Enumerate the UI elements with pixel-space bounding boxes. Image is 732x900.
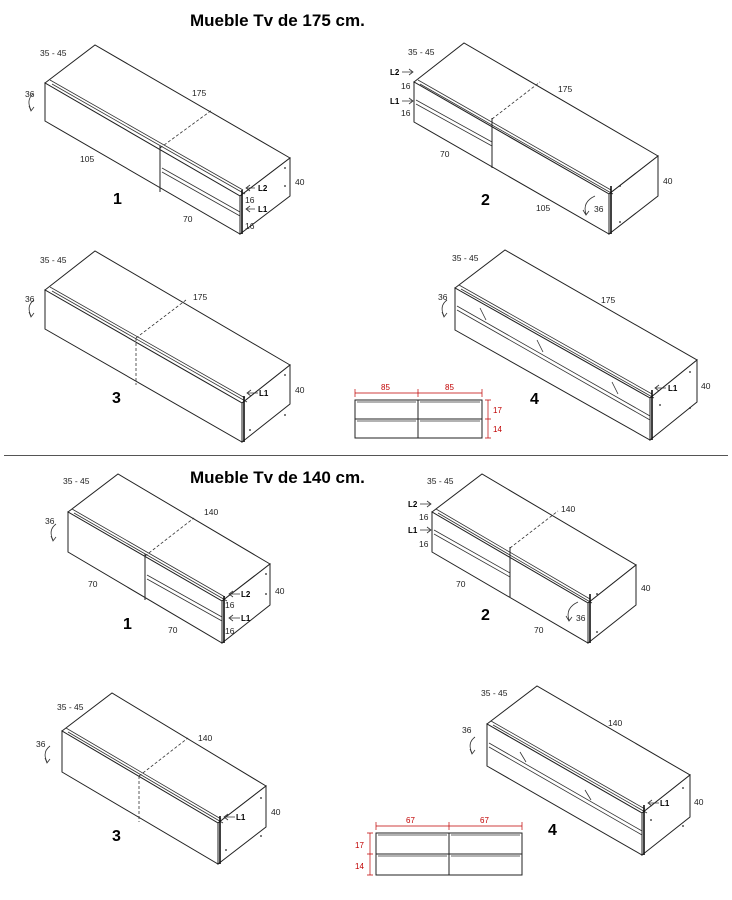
depth-label: 35 - 45 [408,47,435,57]
flap-label: 36 [25,89,35,99]
l2-label: L2 [241,590,251,599]
left-width-label: 70 [440,149,450,159]
width-label: 85 [445,383,454,392]
height-label: 40 [295,177,305,187]
left-width-label: 70 [88,579,98,589]
drawer-height-label: 16 [225,600,235,610]
length-label: 175 [558,84,572,94]
width-label: 85 [381,383,390,392]
variant-number: 4 [530,391,539,408]
flap-label: 36 [36,739,46,749]
height-label: 40 [275,586,285,596]
width-label: 67 [480,816,489,825]
length-label: 140 [561,504,575,514]
height-label: 17 [355,841,364,850]
variant-number: 4 [548,822,557,839]
l1-label: L1 [408,526,418,535]
height-label: 40 [271,807,281,817]
l1-label: L1 [236,813,246,822]
right-width-label: 70 [168,625,178,635]
section-title-140: Mueble Tv de 140 cm. [190,468,365,487]
left-width-label: 70 [456,579,466,589]
height-label: 40 [694,797,704,807]
cabinet-140-v4: 35 - 45 36 140 40 L1 4 [462,685,704,857]
height-label: 17 [493,406,502,415]
depth-label: 35 - 45 [452,253,479,263]
cabinet-175-v1: 35 - 45 36 175 105 70 40 L2 L1 16 16 1 [25,44,305,236]
drawer-height-label: 16 [419,512,429,522]
length-label: 140 [198,733,212,743]
right-width-label: 70 [183,214,193,224]
front-scheme-175: 85 85 17 14 [354,383,502,439]
cabinet-175-v3: 35 - 45 36 175 40 L1 3 [25,250,305,444]
length-label: 175 [192,88,206,98]
l2-label: L2 [258,184,268,193]
l2-label: L2 [390,68,400,77]
drawer-height-label: 16 [401,108,411,118]
drawer-height-label: 16 [245,195,255,205]
variant-number: 3 [112,828,121,845]
length-label: 175 [193,292,207,302]
length-label: 175 [601,295,615,305]
height-label: 40 [641,583,651,593]
right-width-label: 70 [534,625,544,635]
variant-number: 3 [112,390,121,407]
flap-label: 36 [25,294,35,304]
flap-label: 36 [462,725,472,735]
cabinet-175-v2: 35 - 45 L2 16 L1 16 175 70 105 36 40 2 [390,42,673,236]
flap-label: 36 [438,292,448,302]
drawer-height-label: 16 [245,221,255,231]
left-width-label: 105 [80,154,94,164]
l2-label: L2 [408,500,418,509]
cabinet-140-v2: 35 - 45 L2 16 L1 16 140 70 70 36 40 2 [408,473,651,645]
depth-label: 35 - 45 [427,476,454,486]
variant-number: 1 [113,191,122,208]
l1-label: L1 [668,384,678,393]
l1-label: L1 [390,97,400,106]
l1-label: L1 [660,799,670,808]
cabinet-175-v4: 35 - 45 36 175 40 L1 4 [438,249,711,442]
l1-label: L1 [259,389,269,398]
depth-label: 35 - 45 [57,702,84,712]
depth-label: 35 - 45 [63,476,90,486]
cabinet-140-v3: 35 - 45 36 140 40 L1 3 [36,692,281,866]
variant-number: 2 [481,607,490,624]
front-scheme-140: 67 67 17 14 [355,816,523,876]
flap-label: 36 [576,613,586,623]
height-label: 40 [295,385,305,395]
drawer-height-label: 16 [225,626,235,636]
drawer-height-label: 16 [401,81,411,91]
l1-label: L1 [241,614,251,623]
flap-label: 36 [594,204,604,214]
variant-number: 2 [481,192,490,209]
l1-label: L1 [258,205,268,214]
drawer-height-label: 16 [419,539,429,549]
flap-label: 36 [45,516,55,526]
height-label: 14 [493,425,502,434]
length-label: 140 [608,718,622,728]
cabinet-140-v1: 35 - 45 36 140 70 70 40 L2 16 L1 16 1 [45,473,285,645]
right-width-label: 105 [536,203,550,213]
depth-label: 35 - 45 [40,255,67,265]
width-label: 67 [406,816,415,825]
depth-label: 35 - 45 [40,48,67,58]
section-title-175: Mueble Tv de 175 cm. [190,11,365,30]
variant-number: 1 [123,616,132,633]
depth-label: 35 - 45 [481,688,508,698]
height-label: 40 [701,381,711,391]
length-label: 140 [204,507,218,517]
height-label: 14 [355,862,364,871]
height-label: 40 [663,176,673,186]
section-divider [4,455,728,456]
